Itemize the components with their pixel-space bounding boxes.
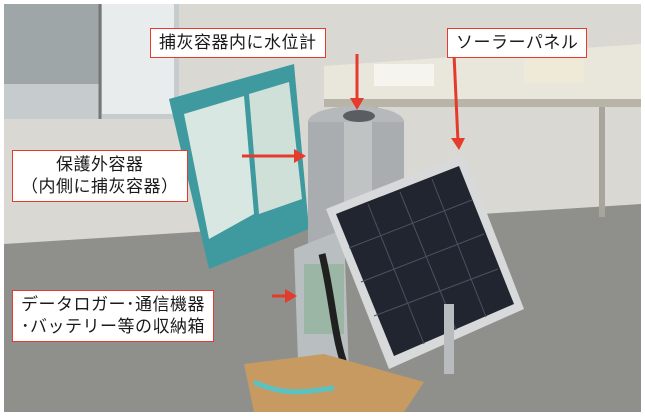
label-water-level: 捕灰容器内に水位計 — [150, 28, 326, 58]
label-logger-box: データロガー･通信機器 ･バッテリー等の収納箱 — [12, 290, 214, 342]
arrow-water-level-head — [350, 98, 364, 110]
solar-panel-stand — [444, 304, 454, 374]
label-outer-container-line2: （内側に捕灰容器） — [21, 177, 179, 197]
photo-illustration — [4, 4, 641, 412]
label-water-level-text: 捕灰容器内に水位計 — [159, 33, 317, 53]
label-solar-panel: ソーラーパネル — [447, 28, 588, 58]
label-outer-container: 保護外容器 （内側に捕灰容器） — [12, 150, 188, 202]
poster-panel-left — [184, 96, 254, 239]
label-solar-panel-text: ソーラーパネル — [456, 33, 579, 53]
table-leg-right — [599, 107, 605, 217]
arrow-logger-box-head — [285, 289, 297, 303]
paper-1 — [374, 64, 434, 86]
equipment-photo: 捕灰容器内に水位計 ソーラーパネル 保護外容器 （内側に捕灰容器） データロガー… — [4, 4, 641, 412]
solar-panel-cells — [336, 166, 514, 356]
cylinder-opening — [343, 110, 375, 122]
wooden-base — [244, 354, 424, 412]
label-outer-container-line1: 保護外容器 — [56, 155, 144, 175]
label-logger-box-line1: データロガー･通信機器 — [21, 295, 205, 315]
green-hose — [252, 379, 335, 395]
window-pane-left — [4, 4, 99, 84]
arrow-solar-panel — [452, 53, 460, 143]
poster-panel-right — [249, 82, 302, 214]
label-logger-box-line2: ･バッテリー等の収納箱 — [21, 317, 205, 337]
arrow-outer-container-head — [294, 149, 306, 163]
window-pane-right — [102, 4, 174, 114]
table-edge — [324, 99, 641, 107]
arrow-solar-panel-head — [451, 138, 465, 150]
annotation-arrows — [242, 53, 465, 303]
paper-2 — [524, 59, 584, 83]
